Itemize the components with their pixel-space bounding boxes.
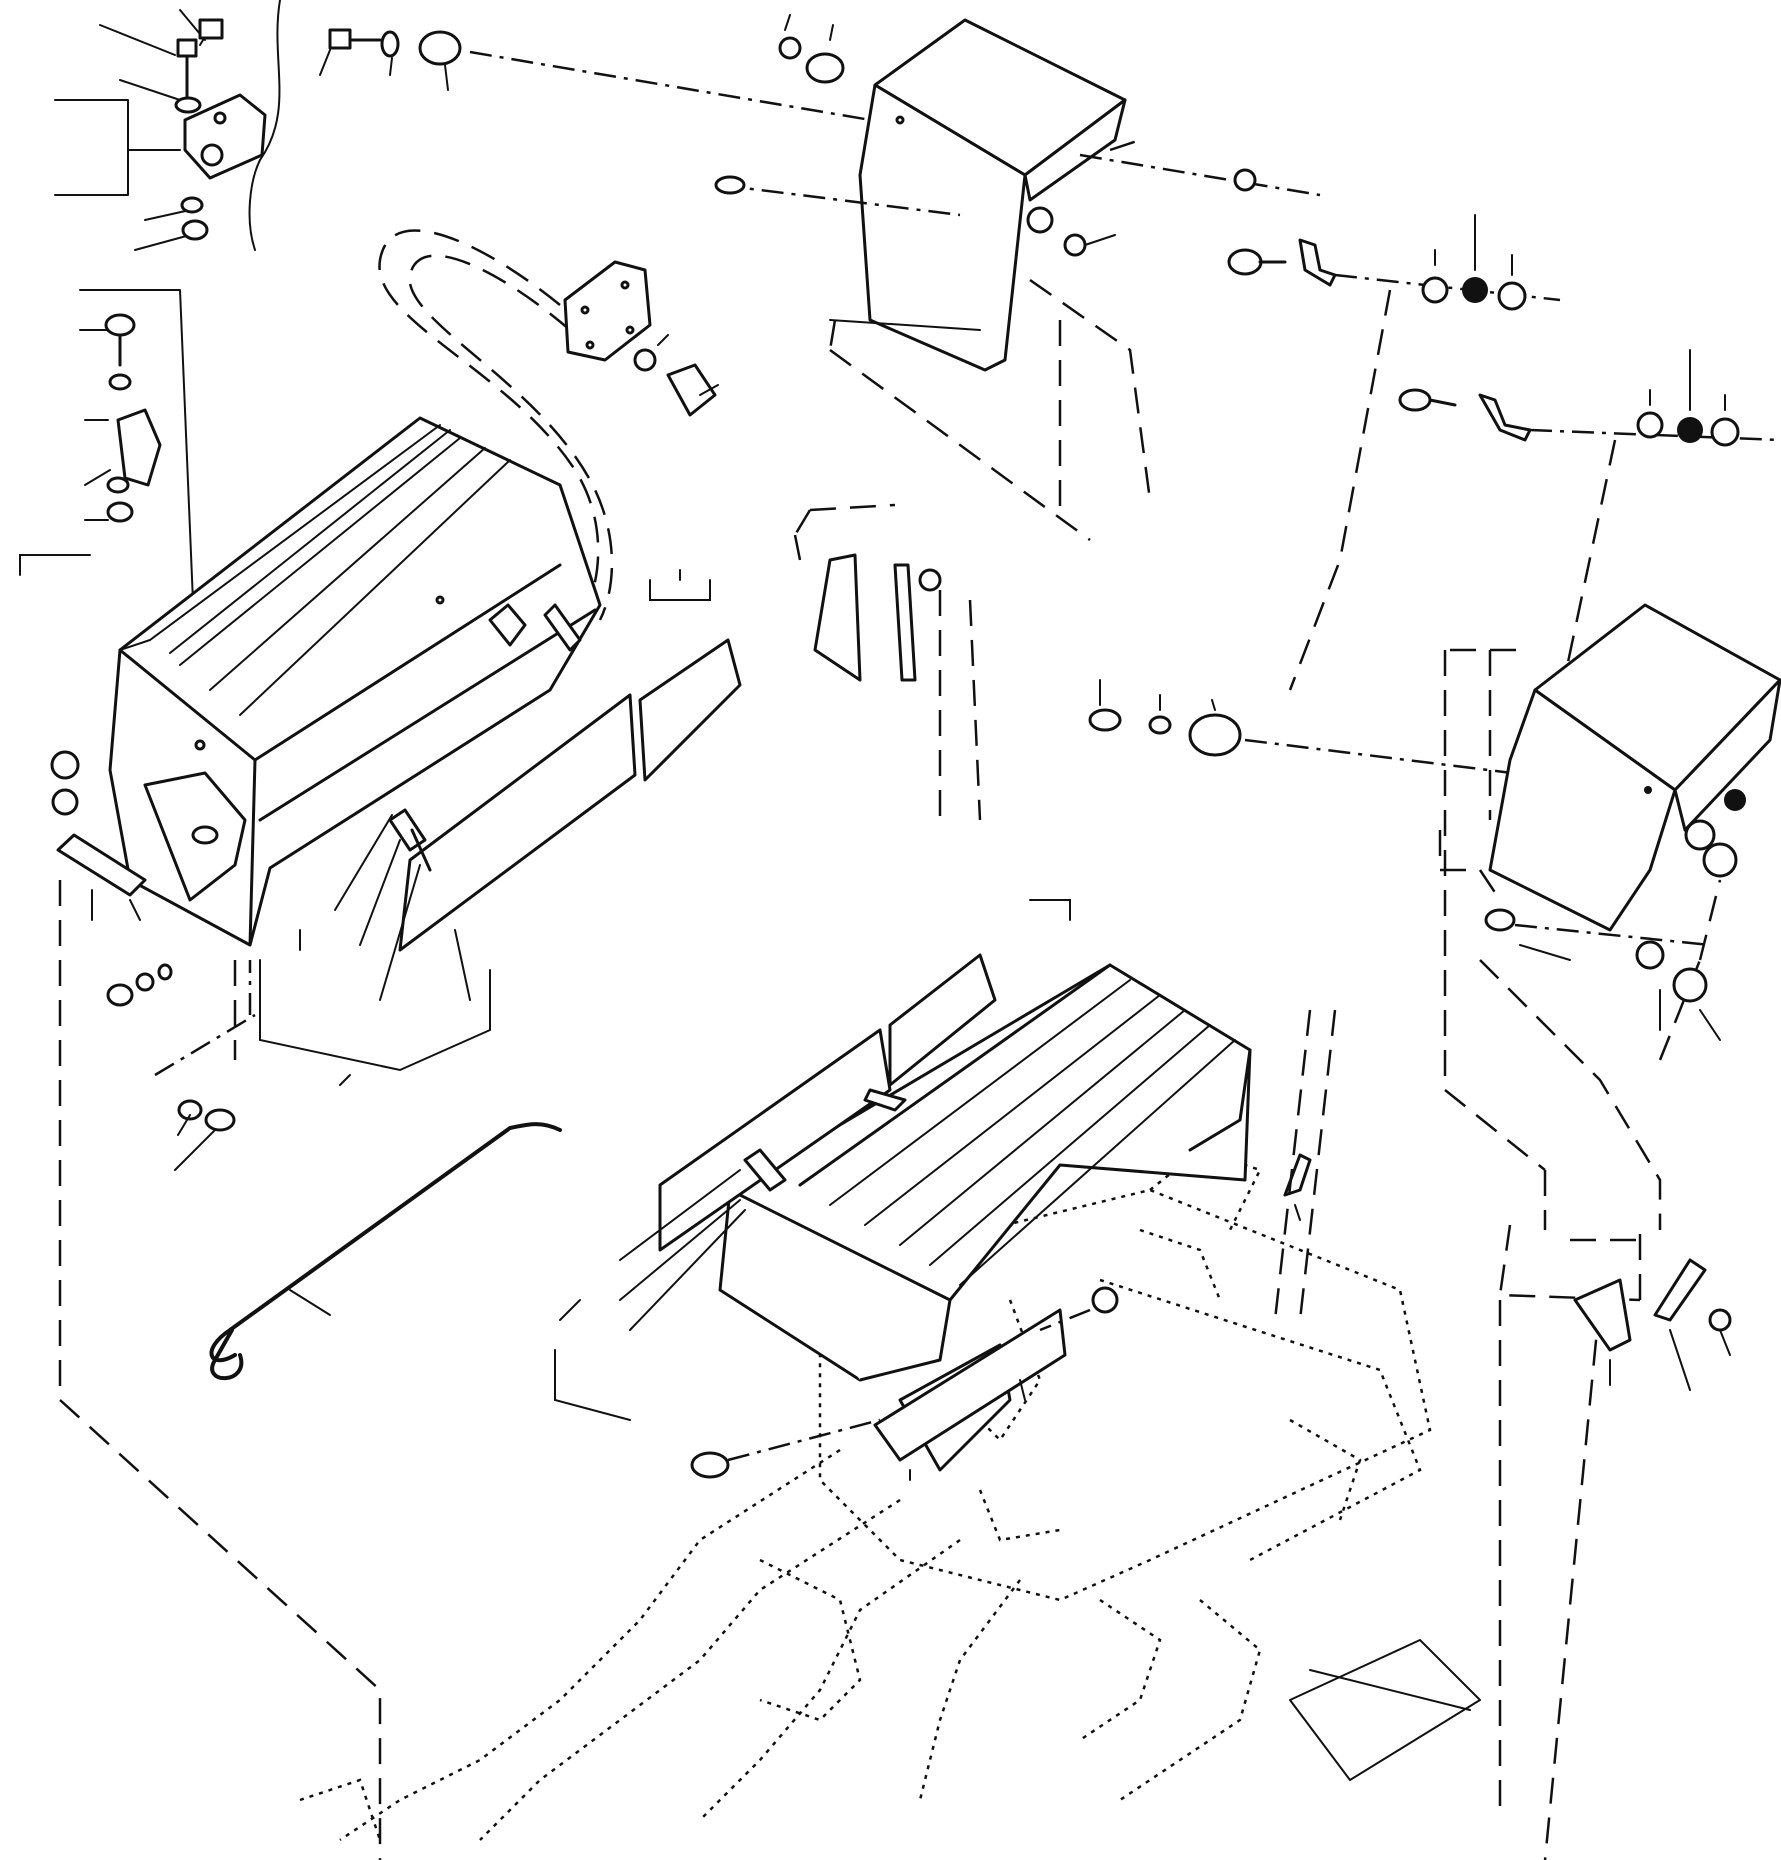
hex-nut-icon: [106, 983, 134, 1007]
lower-left-fasteners: [50, 750, 256, 1171]
washer-icon: [177, 1099, 203, 1121]
triangle-bracket-icon: [813, 553, 862, 682]
washer-icon: [1063, 233, 1087, 257]
washer-icon: [157, 963, 173, 981]
center-brackets: [793, 503, 982, 821]
hex-nut-icon: [50, 750, 80, 780]
cap-screw-icon: [714, 175, 746, 195]
lock-washer-icon: [135, 972, 155, 992]
cap-screw-icon: [1227, 248, 1263, 276]
hex-nut-icon: [1233, 168, 1257, 192]
cap-screw-icon: [666, 363, 717, 417]
hex-nut-icon: [1091, 1286, 1119, 1314]
left-guide-lines: [58, 880, 1337, 1860]
upper-left-hardware-group: [54, 0, 281, 251]
cap-screw-icon: [1398, 388, 1432, 412]
chassis-frame-ghost: [299, 1148, 1481, 1842]
clip-icon: [1478, 393, 1532, 442]
engine-hood-center: [554, 899, 1312, 1421]
hinge-icon: [543, 603, 582, 652]
washer-icon: [1636, 411, 1664, 439]
cap-screw-icon: [1484, 908, 1516, 932]
hood-support-rod: [209, 1122, 562, 1381]
washer-icon: [805, 52, 845, 84]
cap-screw-icon: [1088, 708, 1122, 732]
washer-icon: [51, 788, 79, 816]
cap-screw-icon: [198, 18, 224, 40]
left-hood-brackets: [259, 959, 491, 1086]
clip-icon: [1298, 238, 1337, 287]
hex-nut-icon: [181, 219, 209, 241]
hood-side-panel: [658, 1028, 892, 1252]
tab-icon: [863, 1088, 907, 1112]
cap-screw-icon: [690, 1451, 730, 1479]
hex-nut-icon: [204, 1108, 236, 1132]
right-side-cover: [1438, 603, 1781, 1860]
hex-nut-icon: [1026, 206, 1054, 234]
strap-icon: [1653, 1258, 1707, 1322]
washer-icon: [106, 476, 130, 494]
left-hardware-column: [19, 289, 196, 651]
hex-nut-icon: [191, 825, 219, 845]
lock-washer-icon: [1462, 277, 1488, 303]
hose-loop: [378, 229, 614, 621]
bolt-head-icon: [328, 28, 352, 50]
mounting-strip-icon: [56, 833, 147, 897]
latch-icon: [743, 1148, 787, 1192]
washer-icon: [1421, 276, 1449, 304]
hex-nut-icon: [1710, 417, 1740, 447]
washer-icon: [108, 373, 132, 391]
right-lower-fasteners: [1484, 908, 1732, 1391]
upper-right-fastener-row: [1227, 214, 1781, 701]
hex-nut-icon: [1724, 789, 1746, 811]
washer-icon: [633, 348, 657, 372]
mounting-bracket-icon: [183, 93, 267, 180]
hex-nut-icon: [918, 568, 942, 592]
bolt-head-icon: [176, 38, 198, 58]
lower-center-brackets: [690, 1286, 1119, 1481]
hex-nut-icon: [1708, 1308, 1732, 1332]
strap-icon: [893, 563, 917, 682]
washer-icon: [380, 30, 400, 58]
upper-center-cover: [714, 14, 1321, 542]
angle-bracket-icon: [116, 408, 162, 487]
hex-nut-icon: [1702, 842, 1738, 878]
support-bracket-icon: [873, 1308, 1067, 1462]
top-fastener-row: [319, 28, 901, 127]
washer-icon: [174, 96, 202, 114]
washer-icon: [1148, 715, 1172, 735]
hex-nut-icon: [106, 501, 134, 523]
latch-icon: [488, 603, 527, 647]
washer-icon: [1684, 819, 1716, 851]
bolt-head-icon: [104, 313, 136, 337]
triangle-bracket-icon: [1573, 1278, 1632, 1352]
hex-nut-icon: [1188, 713, 1242, 757]
hex-nut-icon: [418, 30, 462, 66]
bolt-head-icon: [778, 36, 802, 60]
hex-nut-icon: [1497, 281, 1527, 311]
hood-side-panel: [888, 953, 997, 1087]
lock-washer-icon: [1677, 417, 1703, 443]
lock-washer-icon: [180, 196, 204, 214]
hex-nut-icon: [1672, 967, 1708, 1003]
access-cover-plate: [563, 260, 719, 417]
washer-icon: [1635, 940, 1665, 970]
engine-hood-left: [108, 416, 602, 947]
hood-latch-assembly: [299, 808, 471, 1001]
